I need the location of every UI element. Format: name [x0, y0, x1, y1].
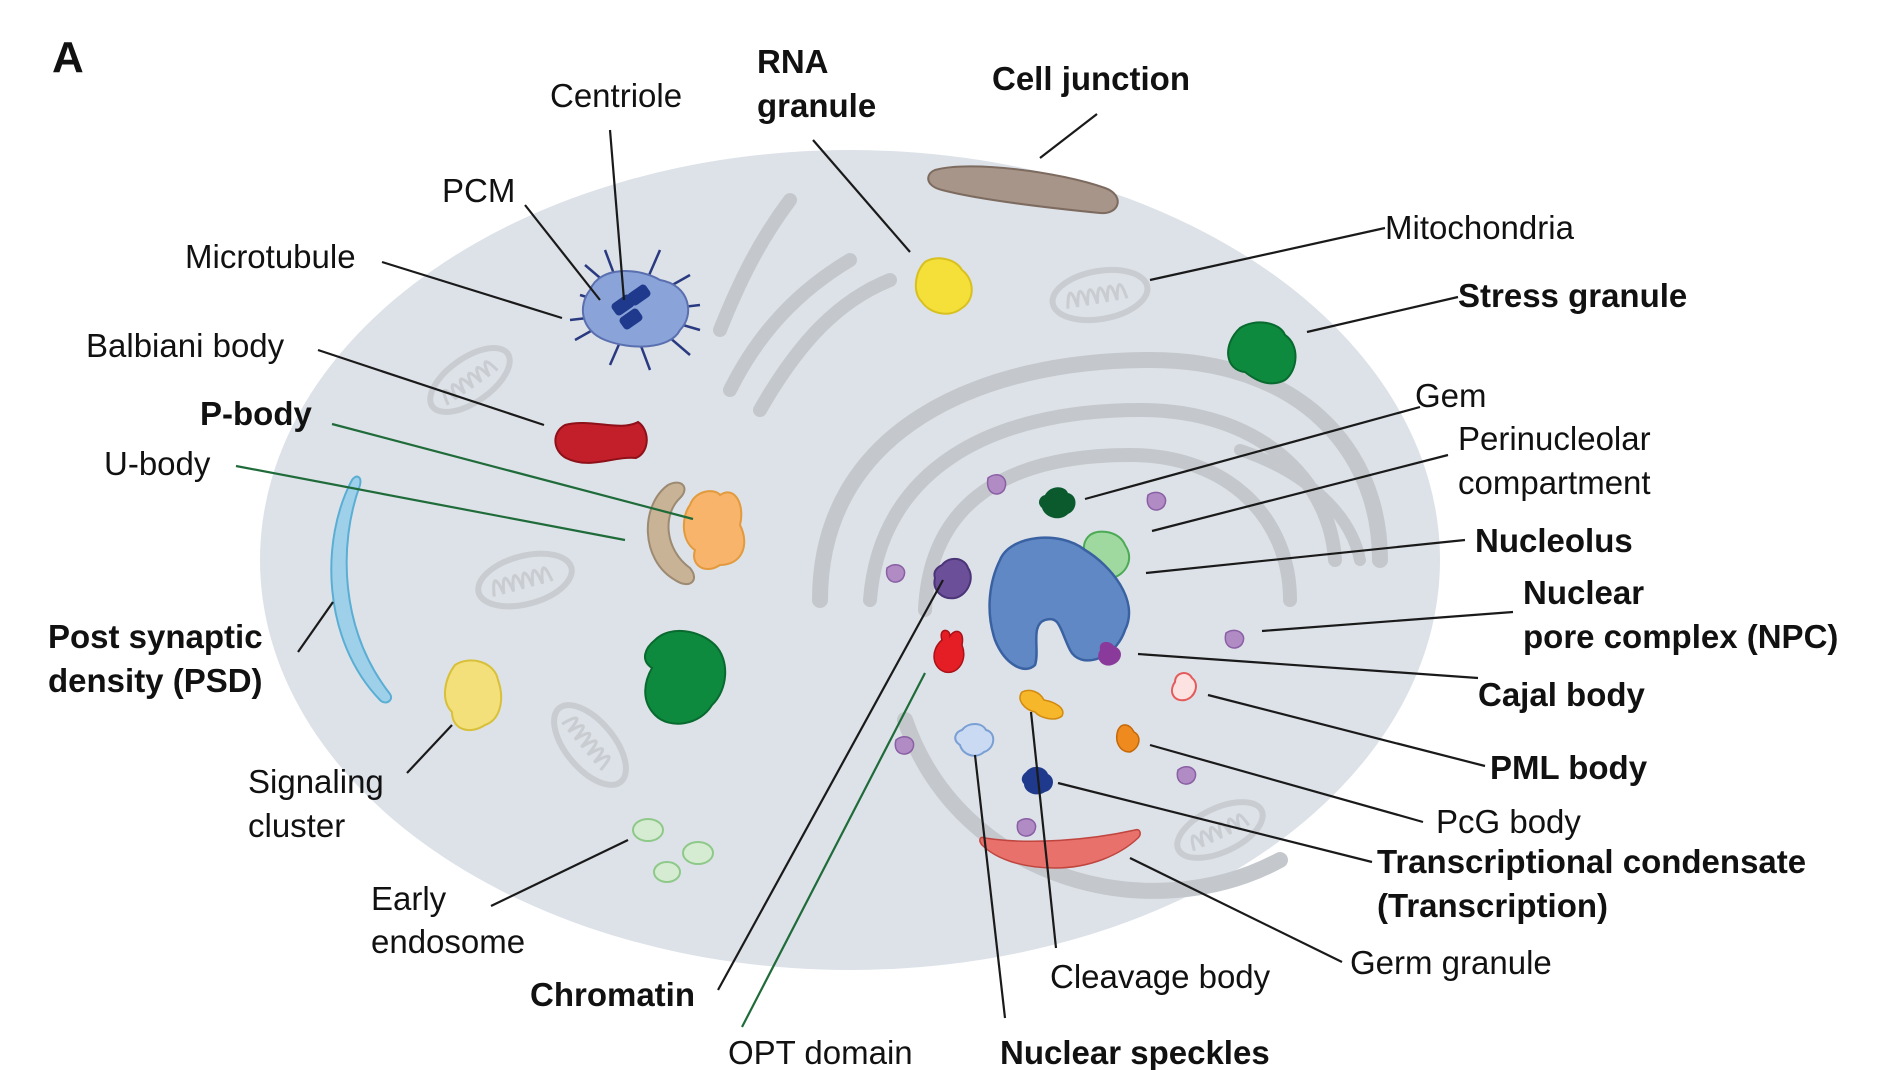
nuclear-envelope-er	[812, 351, 1388, 899]
chromatin-shape	[933, 557, 972, 600]
label-psd-line1: Post synaptic	[48, 618, 263, 655]
label-centriole: Centriole	[550, 77, 682, 114]
pml-body-shape	[1171, 672, 1197, 702]
label-germ-granule: Germ granule	[1350, 944, 1552, 981]
mitochondria-shapes	[427, 266, 1266, 861]
stress-granule-shape	[1227, 321, 1297, 385]
label-npc-line2: pore complex (NPC)	[1523, 618, 1838, 655]
balbiani-body-shape	[554, 420, 648, 464]
label-early-line1: Early	[371, 880, 447, 917]
label-signaling-line2: cluster	[248, 807, 345, 844]
label-transcriptional-line1: Transcriptional condensate	[1377, 843, 1806, 880]
label-perinucleolar-line1: Perinucleolar	[1458, 420, 1651, 457]
label-pml-body: PML body	[1490, 749, 1648, 786]
label-signaling-line1: Signaling	[248, 763, 384, 800]
mitochondrion	[551, 702, 629, 788]
panel-label: A	[52, 33, 84, 82]
label-cleavage-body: Cleavage body	[1050, 958, 1271, 995]
nucleolus-shape	[988, 536, 1131, 671]
cajal-body-shape	[1098, 641, 1121, 666]
label-balbiani-body: Balbiani body	[86, 327, 285, 364]
psd-shape	[330, 475, 392, 704]
label-pcg-body: PcG body	[1436, 803, 1581, 840]
cell-junction-shape	[927, 165, 1119, 215]
label-npc-line1: Nuclear	[1523, 574, 1644, 611]
label-pcm: PCM	[442, 172, 515, 209]
nuclear-speckle-shape	[954, 723, 995, 757]
pcg-body-shape	[1116, 724, 1140, 753]
label-rna-granule-line1: RNA	[757, 43, 829, 80]
early-endosome-shapes	[632, 818, 714, 883]
label-transcriptional-line2: (Transcription)	[1377, 887, 1608, 924]
gem-shape	[1038, 487, 1076, 519]
label-mitochondria: Mitochondria	[1385, 209, 1575, 246]
label-rna-granule-line2: granule	[757, 87, 876, 124]
npc-dots	[885, 474, 1245, 837]
rna-granule-shape	[914, 257, 973, 315]
mitochondrion	[475, 550, 575, 610]
centriole-shape	[611, 284, 651, 330]
label-perinucleolar-line2: compartment	[1458, 464, 1651, 501]
labels: Centriole PCM Microtubule Balbiani body …	[48, 43, 1838, 1070]
label-u-body: U-body	[104, 445, 211, 482]
leader-lines	[235, 113, 1514, 1028]
label-chromatin: Chromatin	[530, 976, 695, 1013]
label-cajal-body: Cajal body	[1478, 676, 1646, 713]
label-psd-line2: density (PSD)	[48, 662, 263, 699]
label-stress-granule: Stress granule	[1458, 277, 1687, 314]
golgi-stack	[713, 193, 897, 417]
cytoplasmic-stress-granule-shape	[644, 629, 727, 725]
label-gem: Gem	[1415, 377, 1487, 414]
cleavage-body-shape	[1019, 689, 1064, 720]
label-nuclear-speckles: Nuclear speckles	[1000, 1034, 1270, 1070]
p-body-shape	[682, 490, 746, 570]
label-early-line2: endosome	[371, 923, 525, 960]
label-nucleolus: Nucleolus	[1475, 522, 1633, 559]
u-body-shape	[646, 481, 695, 586]
label-cell-junction: Cell junction	[992, 60, 1190, 97]
opt-domain-shape	[933, 629, 965, 674]
mitochondrion	[1049, 266, 1151, 324]
mitochondrion	[427, 345, 513, 415]
label-opt-domain: OPT domain	[728, 1034, 913, 1070]
germ-granule-shape	[979, 828, 1141, 869]
label-p-body: P-body	[200, 395, 312, 432]
centrosome	[569, 249, 701, 371]
signaling-cluster-shape	[444, 659, 503, 732]
label-microtubule: Microtubule	[185, 238, 356, 275]
